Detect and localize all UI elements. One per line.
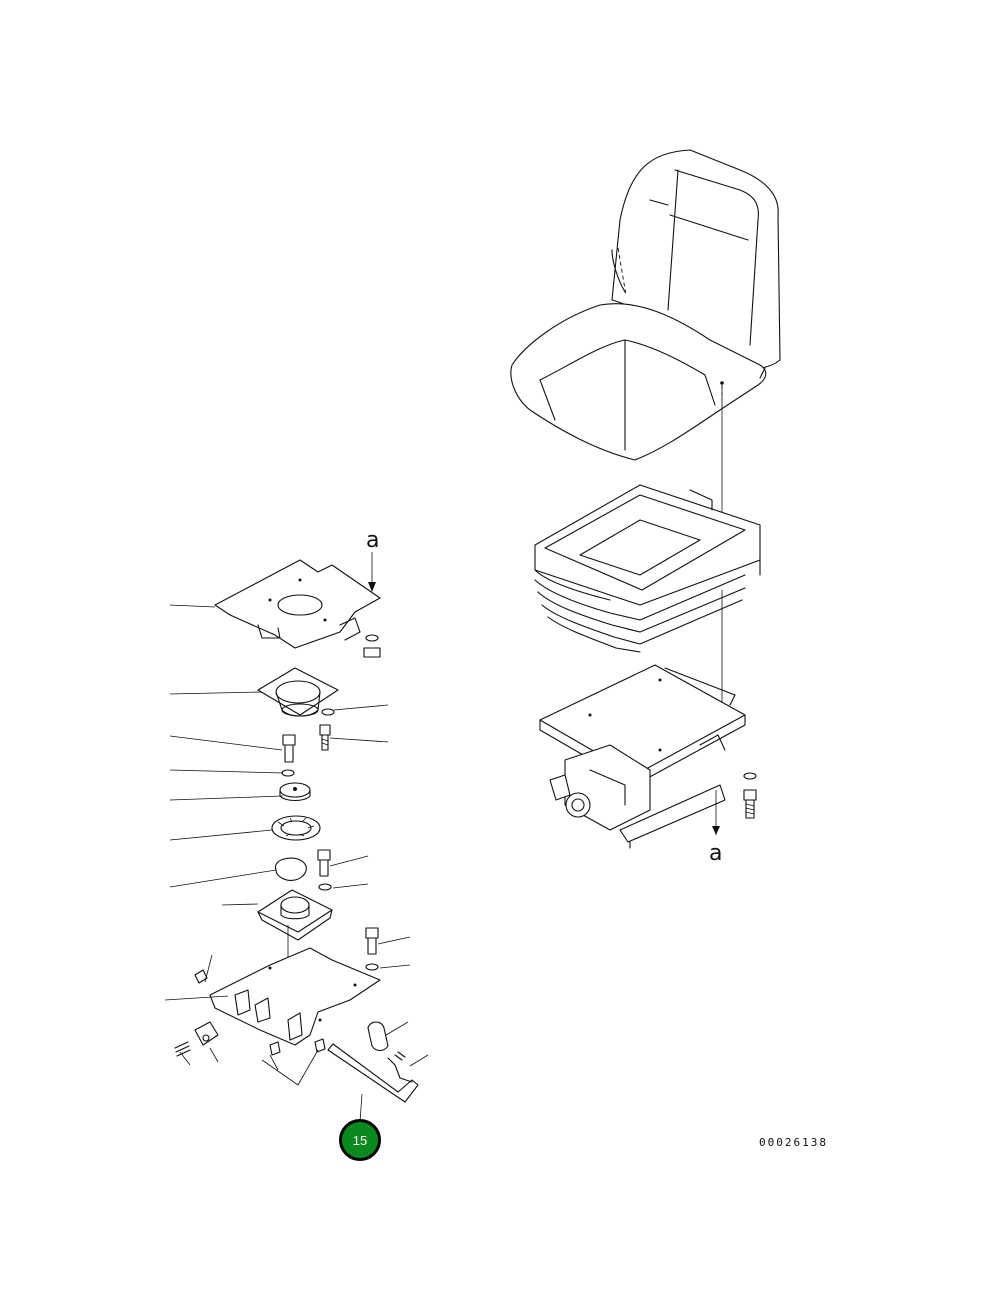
washer-upper-right <box>318 883 332 891</box>
release-lever <box>327 1021 419 1103</box>
bolt-side <box>319 724 331 751</box>
snap-ring <box>274 857 307 881</box>
washer-small <box>281 769 295 777</box>
spacers-pair <box>269 1038 326 1056</box>
leader-lines <box>164 604 429 1123</box>
svg-text:15: 15 <box>353 1133 367 1148</box>
bolt-upper-right <box>317 849 331 877</box>
suspension-bellows <box>534 484 761 653</box>
pin-bushing <box>194 1021 219 1046</box>
bearing-housing <box>257 667 339 717</box>
swivel-plate <box>257 889 333 941</box>
suspension-base <box>539 664 746 849</box>
threaded-stud <box>174 1041 191 1057</box>
bolt-center <box>282 734 296 763</box>
upper-mounting-plate <box>214 559 381 649</box>
base-bracket-plate <box>209 947 381 1046</box>
washer-lower-right <box>365 963 379 971</box>
view-marker-top: a <box>366 528 379 553</box>
spacer-disk <box>279 782 311 802</box>
nut-and-washer-top <box>363 634 381 658</box>
callout-badge-15[interactable]: 15 <box>339 1119 381 1161</box>
seat-cushion-assembly <box>510 149 781 461</box>
view-marker-bottom: a <box>709 841 722 866</box>
washer-housing <box>321 708 335 716</box>
small-fitting <box>194 969 208 984</box>
bolt-right-base <box>743 772 757 819</box>
bearing-ring <box>271 815 321 841</box>
bolt-lower-right <box>365 927 379 955</box>
drawing-number: 00026138 <box>759 1136 828 1149</box>
